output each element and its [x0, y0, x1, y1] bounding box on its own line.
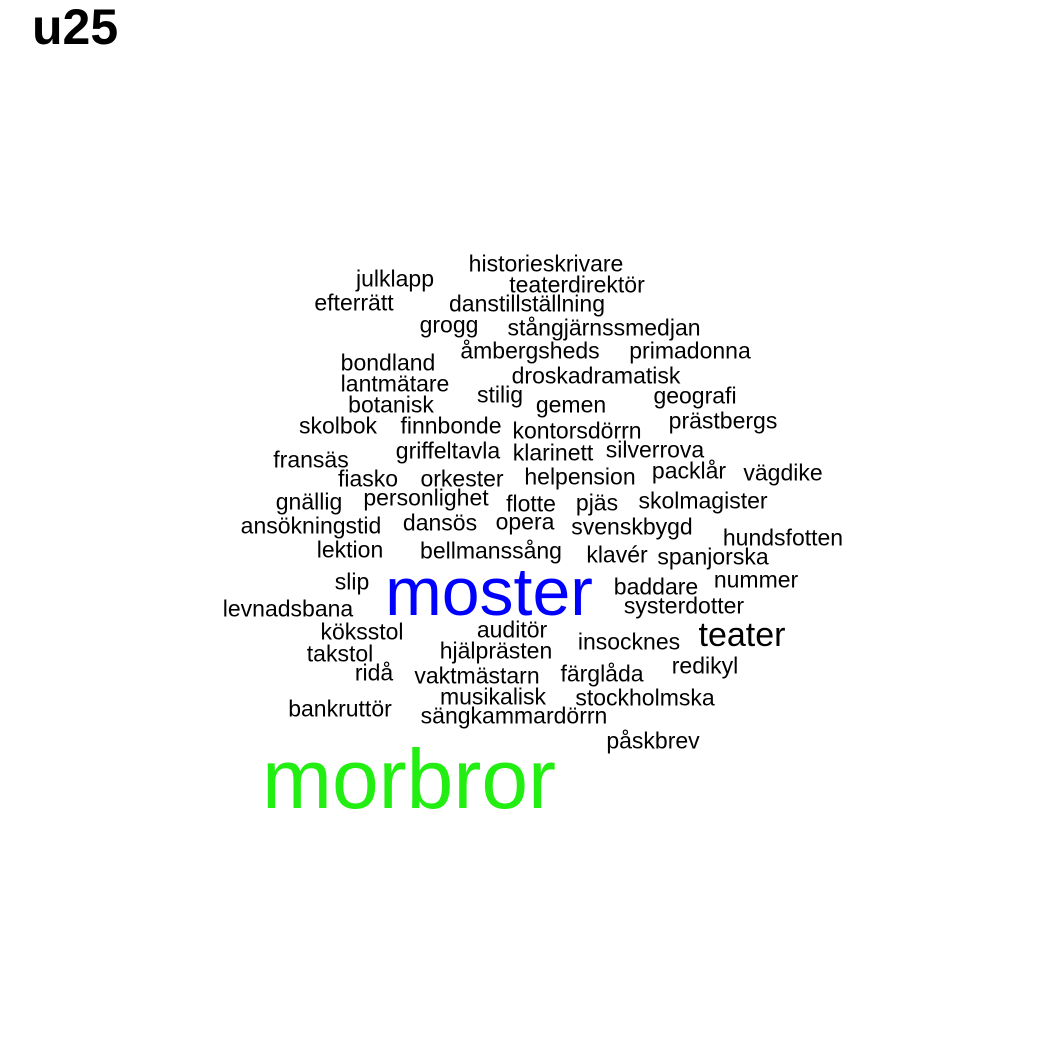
cloud-word: fransäs: [273, 446, 349, 473]
cloud-word: silverrova: [605, 436, 705, 463]
cloud-word: ansökningstid: [240, 512, 382, 539]
cloud-word: grogg: [419, 311, 479, 338]
cloud-word: personlighet: [363, 484, 489, 511]
cloud-word: takstol: [306, 640, 374, 667]
cloud-word: dansös: [402, 509, 478, 536]
cloud-word: slip: [334, 568, 370, 595]
cloud-word: sängkammardörrn: [420, 702, 608, 729]
cloud-word: köksstol: [320, 618, 404, 645]
cloud-word: gnällig: [275, 488, 343, 515]
cloud-word: svenskbygd: [571, 513, 693, 540]
cloud-word: bellmanssång: [420, 537, 562, 564]
cloud-word: skolbok: [299, 412, 377, 439]
cloud-word: vägdike: [743, 459, 823, 486]
cloud-word: droskadramatisk: [511, 362, 681, 389]
cloud-word: danstillställning: [449, 290, 605, 317]
cloud-word: nummer: [713, 566, 799, 593]
cloud-word: färglåda: [560, 660, 644, 687]
cloud-word: bondland: [340, 349, 436, 376]
cloud-word: hundsfotten: [722, 524, 844, 551]
cloud-word: insocknes: [577, 628, 681, 655]
cloud-word: musikalisk: [439, 683, 547, 710]
cloud-word: ridå: [354, 659, 394, 686]
cloud-word: geografi: [653, 382, 737, 409]
cloud-word: morbror: [261, 732, 557, 826]
cloud-word: historieskrivare: [468, 250, 624, 277]
cloud-word: spanjorska: [657, 543, 769, 570]
cloud-word: lantmätare: [340, 370, 450, 397]
cloud-word: efterrätt: [314, 289, 394, 316]
cloud-word: pjäs: [575, 489, 619, 516]
cloud-word: bankruttör: [288, 695, 392, 722]
cloud-word: orkester: [420, 465, 504, 492]
cloud-word: gemen: [535, 391, 607, 418]
cloud-word: vaktmästarn: [414, 662, 540, 689]
cloud-word: påskbrev: [606, 727, 700, 754]
cloud-word: flotte: [506, 490, 556, 517]
page-title: u25: [32, 0, 119, 55]
cloud-word: finnbonde: [400, 412, 502, 439]
cloud-word: baddare: [613, 573, 699, 600]
cloud-word: griffeltavla: [395, 437, 501, 464]
cloud-word: redikyl: [671, 652, 739, 679]
cloud-word: helpension: [524, 463, 636, 490]
cloud-word: levnadsbana: [222, 595, 354, 622]
cloud-word: stilig: [476, 381, 524, 408]
cloud-word: prästbergs: [668, 407, 778, 434]
cloud-word: stockholmska: [575, 684, 715, 711]
cloud-word: teater: [698, 616, 786, 654]
cloud-word: julklapp: [356, 265, 434, 292]
cloud-word: skolmagister: [638, 487, 768, 514]
cloud-word: lektion: [316, 536, 384, 563]
cloud-word: moster: [385, 554, 593, 630]
cloud-word: packlår: [651, 457, 727, 484]
cloud-word: auditör: [476, 616, 548, 643]
cloud-word: stångjärnssmedjan: [507, 314, 701, 341]
cloud-word: fiasko: [337, 465, 399, 492]
cloud-word: botanisk: [348, 391, 434, 418]
cloud-word: åmbergsheds: [460, 337, 600, 364]
cloud-word: hjälprästen: [439, 637, 553, 664]
cloud-word: klavér: [586, 541, 648, 568]
cloud-word: teaterdirektör: [509, 271, 645, 298]
cloud-word: opera: [495, 508, 555, 535]
cloud-word: systerdotter: [623, 592, 745, 619]
cloud-word: klarinett: [512, 439, 594, 466]
cloud-word: kontorsdörrn: [512, 417, 642, 444]
cloud-word: primadonna: [629, 337, 751, 364]
